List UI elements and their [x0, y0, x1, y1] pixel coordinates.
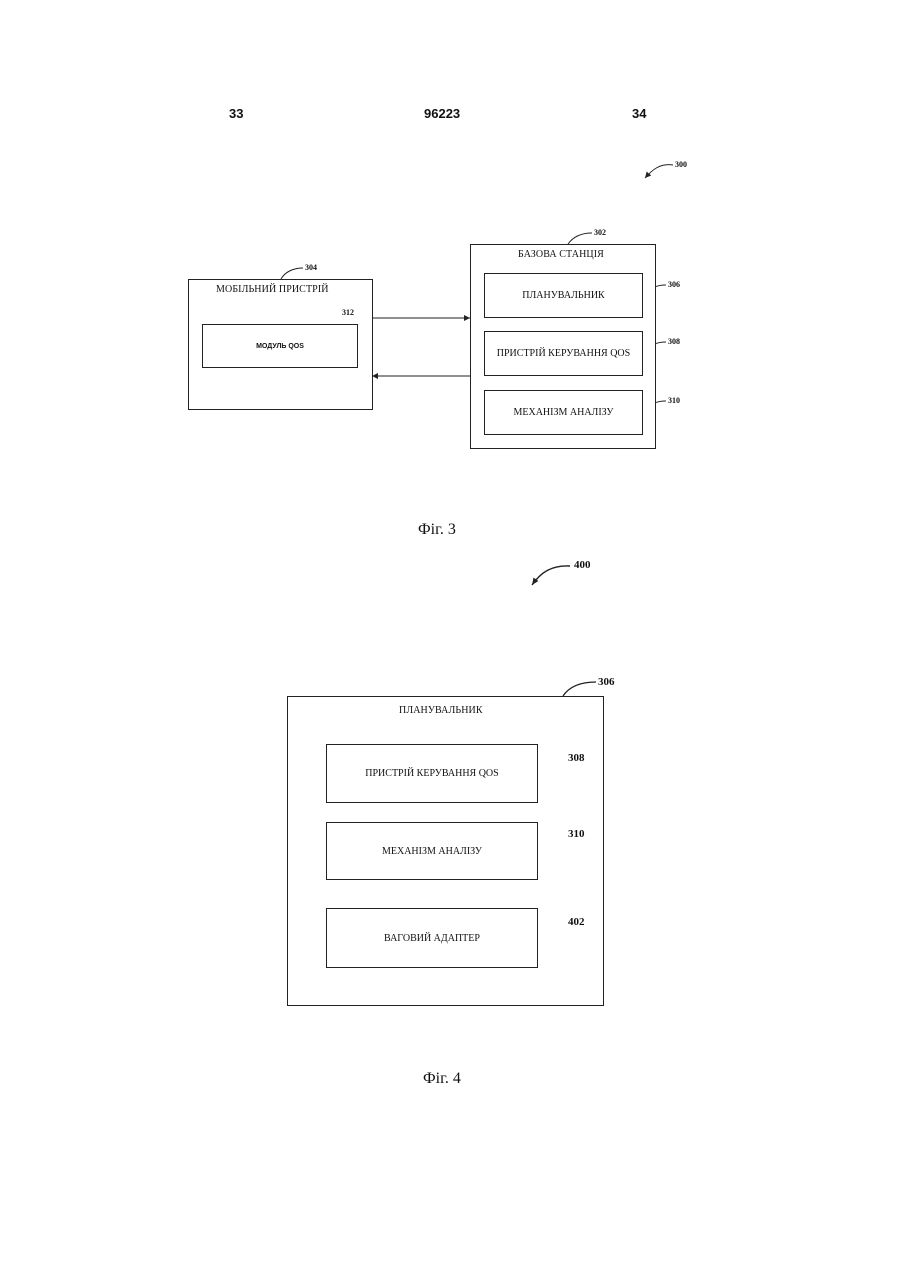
scheduler-box: ПЛАНУВАЛЬНИК	[484, 273, 643, 318]
ref-306: 306	[668, 280, 680, 289]
ref-312: 312	[342, 308, 354, 317]
ref-300-leader	[645, 165, 673, 178]
qos-module-label: МОДУЛЬ QOS	[256, 343, 304, 350]
qos-controller-label: ПРИСТРІЙ КЕРУВАННЯ QOS	[497, 348, 630, 359]
ref-308: 308	[668, 337, 680, 346]
qos-controller-box: ПРИСТРІЙ КЕРУВАННЯ QOS	[484, 331, 643, 376]
scheduler-outer-label: ПЛАНУВАЛЬНИК	[399, 705, 483, 716]
qos-controller-box-fig4: ПРИСТРІЙ КЕРУВАННЯ QOS	[326, 744, 538, 803]
analysis-engine-box: МЕХАНІЗМ АНАЛІЗУ	[484, 390, 643, 435]
ref-306-fig4: 306	[598, 676, 615, 688]
figure-4-caption: Фіг. 4	[423, 1070, 461, 1088]
ref-310: 310	[668, 396, 680, 405]
ref-308-fig4: 308	[568, 752, 585, 764]
ref-400: 400	[574, 559, 591, 571]
ref-310-fig4: 310	[568, 828, 585, 840]
scheduler-label: ПЛАНУВАЛЬНИК	[522, 290, 604, 301]
mobile-device-label: МОБІЛЬНИЙ ПРИСТРІЙ	[216, 284, 329, 295]
ref-302: 302	[594, 228, 606, 237]
weight-adapter-label: ВАГОВИЙ АДАПТЕР	[384, 933, 480, 944]
base-station-label: БАЗОВА СТАНЦІЯ	[518, 249, 604, 260]
qos-module-box: МОДУЛЬ QOS	[202, 324, 358, 368]
ref-304: 304	[305, 263, 317, 272]
ref-304-leader	[281, 268, 303, 279]
ref-402: 402	[568, 916, 585, 928]
weight-adapter-box: ВАГОВИЙ АДАПТЕР	[326, 908, 538, 968]
analysis-engine-label-fig4: МЕХАНІЗМ АНАЛІЗУ	[382, 846, 482, 857]
ref-400-leader	[532, 566, 570, 585]
figure-3-caption: Фіг. 3	[418, 521, 456, 539]
analysis-engine-box-fig4: МЕХАНІЗМ АНАЛІЗУ	[326, 822, 538, 880]
qos-controller-label-fig4: ПРИСТРІЙ КЕРУВАННЯ QOS	[365, 768, 498, 779]
ref-300: 300	[675, 160, 687, 169]
analysis-engine-label: МЕХАНІЗМ АНАЛІЗУ	[513, 407, 613, 418]
ref-302-leader	[568, 233, 592, 244]
ref-306b-leader	[563, 682, 596, 696]
